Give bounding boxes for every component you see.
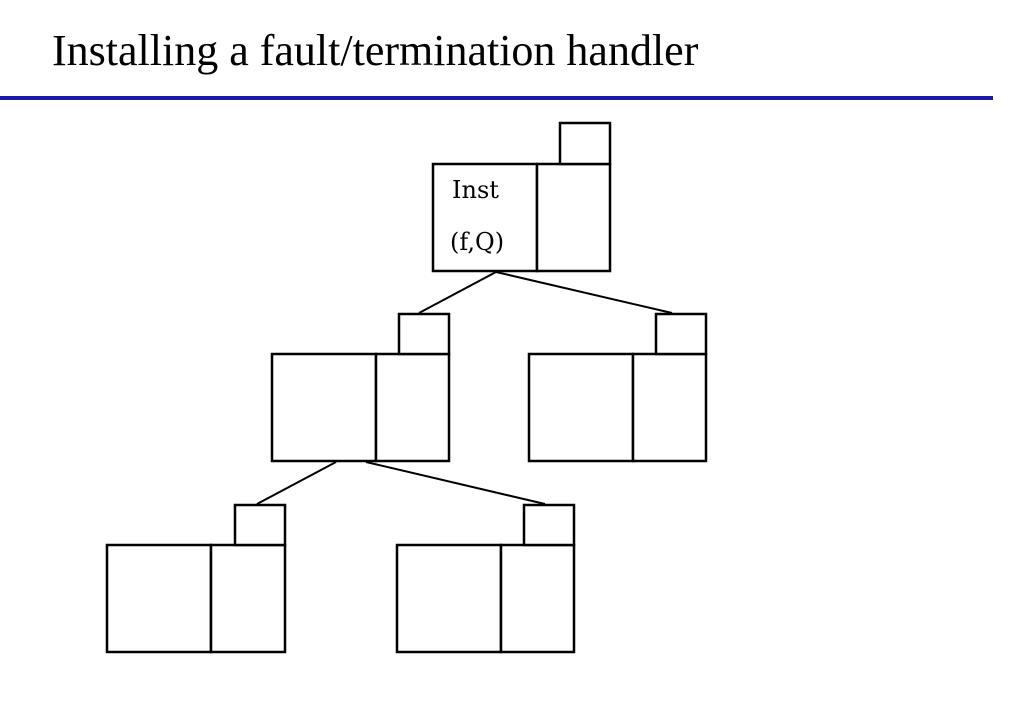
edge-root-to-right-child (495, 271, 673, 314)
node-tab-box (233, 503, 287, 547)
node-side-box (209, 543, 287, 654)
tree-node-leaf-left (105, 503, 287, 654)
edge-root-to-left-child (418, 271, 497, 314)
node-main-box (270, 352, 378, 463)
node-tab-box (397, 312, 451, 356)
node-main-box (395, 543, 503, 654)
node-side-box (499, 543, 576, 654)
node-side-box (535, 162, 612, 273)
node-side-box (631, 352, 708, 463)
node-side-box (374, 352, 451, 463)
node-main-box (105, 543, 213, 654)
tree-node-leaf-right (395, 503, 576, 654)
edge-left-child-to-leaf-right (365, 461, 546, 505)
tree-node-root: Inst (f,Q) (431, 121, 612, 273)
node-tab-box (522, 503, 576, 547)
edge-left-child-to-leaf-left (256, 461, 337, 505)
tree-node-right-child (527, 312, 708, 463)
tree-node-left-child (270, 312, 451, 463)
node-main-box (431, 162, 539, 273)
node-tab-box (654, 312, 708, 356)
slide-title: Installing a fault/termination handler (52, 26, 699, 75)
tree-edges (256, 271, 673, 505)
root-node-label-line1: Inst (452, 176, 499, 204)
node-main-box (527, 352, 635, 463)
root-node-label-line2: (f,Q) (450, 228, 504, 256)
title-divider (0, 96, 993, 100)
node-tab-box (558, 121, 612, 166)
